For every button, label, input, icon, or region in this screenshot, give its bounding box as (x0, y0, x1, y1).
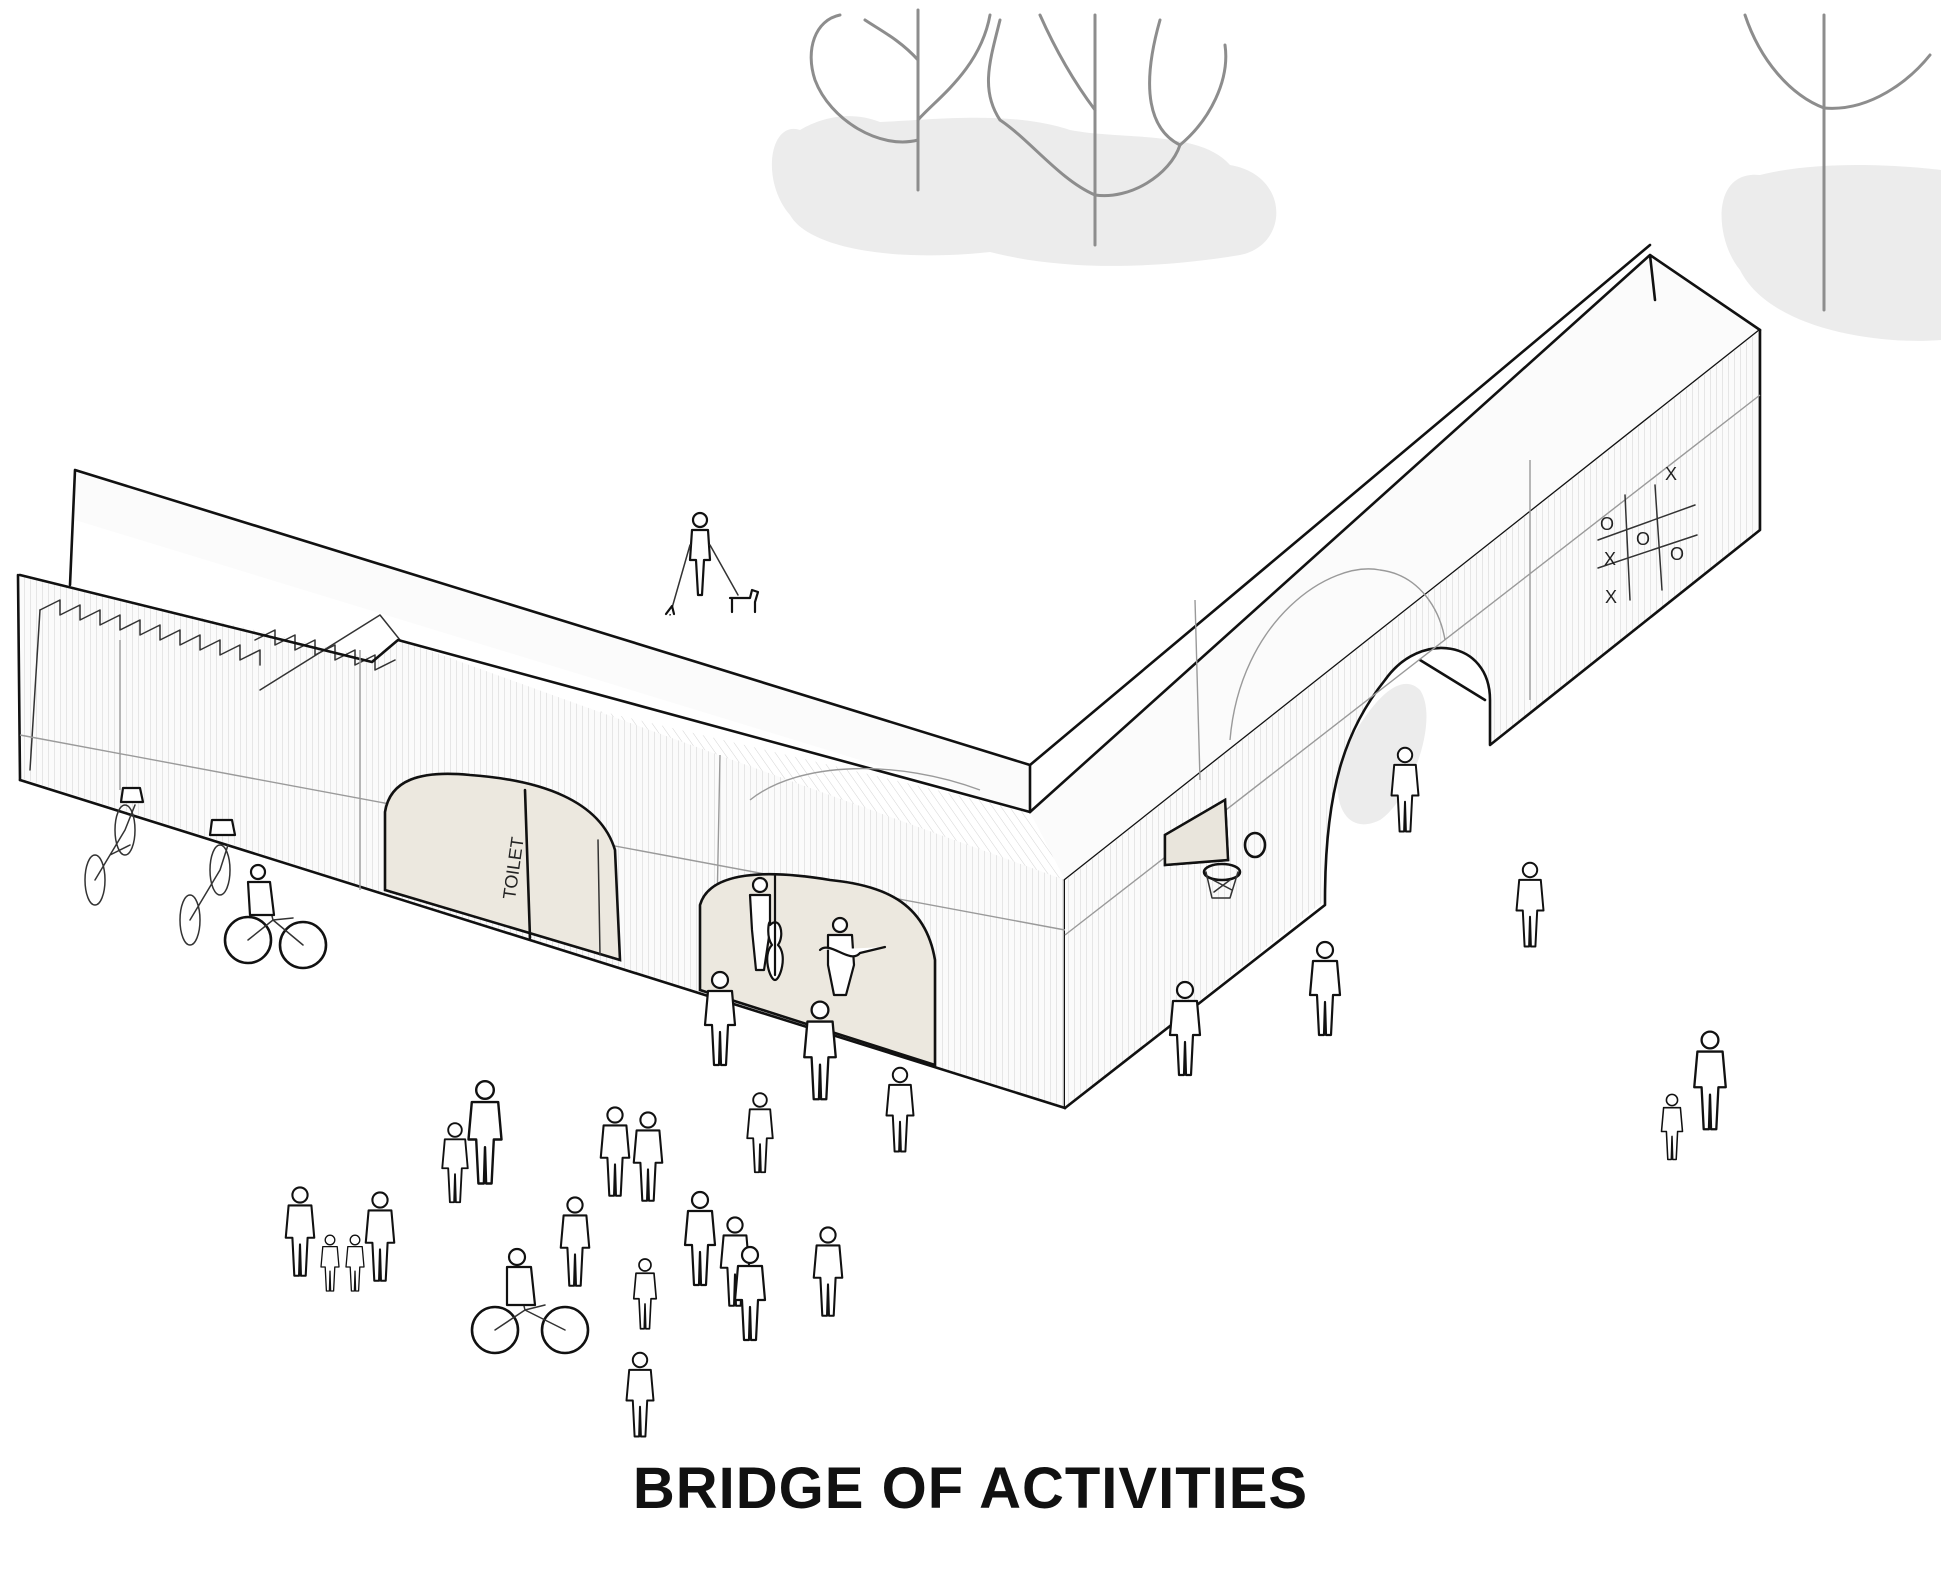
pedestrian (733, 1245, 767, 1342)
people (84, 511, 1727, 1438)
ttt-cell-2: X (1665, 464, 1677, 484)
pedestrian (284, 1186, 316, 1277)
pedestrian (683, 1190, 717, 1287)
pedestrian (345, 1234, 365, 1292)
toilet-arch (383, 772, 622, 962)
tree-left (809, 8, 992, 192)
pedestrian (1660, 1093, 1684, 1161)
pedestrian (599, 1106, 631, 1197)
cyclist-2 (470, 1247, 590, 1355)
trees (771, 8, 1941, 341)
pedestrian (885, 1066, 915, 1153)
pedestrian (1515, 861, 1545, 948)
pedestrian (1390, 746, 1420, 833)
pedestrian (1168, 980, 1202, 1077)
pedestrian (632, 1111, 664, 1202)
guitar-player (818, 916, 887, 997)
pedestrian (559, 1196, 591, 1287)
ttt-cell-4: O (1636, 529, 1650, 549)
pedestrian (632, 1258, 658, 1330)
pedestrian (1693, 1030, 1727, 1131)
basketball (1243, 831, 1267, 859)
pedestrian (812, 1226, 844, 1317)
tree-shadow-right (1721, 165, 1941, 341)
pedestrian (1308, 940, 1342, 1037)
pedestrian (320, 1234, 340, 1292)
tree-middle (987, 13, 1228, 247)
tree-shadow-left (771, 116, 1277, 266)
tree-right (1743, 13, 1932, 312)
pedestrian (441, 1122, 469, 1204)
pedestrian (364, 1191, 396, 1282)
pedestrian (703, 970, 737, 1067)
pedestrian (746, 1092, 774, 1174)
caption-title: BRIDGE OF ACTIVITIES (632, 1456, 1309, 1521)
ttt-cell-5: O (1670, 544, 1684, 564)
bicycle-1 (84, 786, 145, 906)
bridge-structure: TOILET O X X O O X (16, 243, 1762, 1110)
ttt-cell-6: X (1605, 587, 1617, 607)
dog-walker (664, 511, 760, 616)
bass-player (748, 873, 784, 982)
pedestrian (625, 1351, 655, 1438)
bicycle-2 (179, 818, 237, 946)
tic-tac-toe-grid: O X X O O X (1597, 464, 1698, 607)
pedestrian (803, 1000, 837, 1101)
cyclist-1 (223, 863, 328, 970)
pedestrian (467, 1079, 503, 1185)
ttt-cell-3: X (1604, 549, 1616, 569)
ttt-cell-0: O (1600, 514, 1614, 534)
basketball-hoop (1163, 797, 1267, 899)
